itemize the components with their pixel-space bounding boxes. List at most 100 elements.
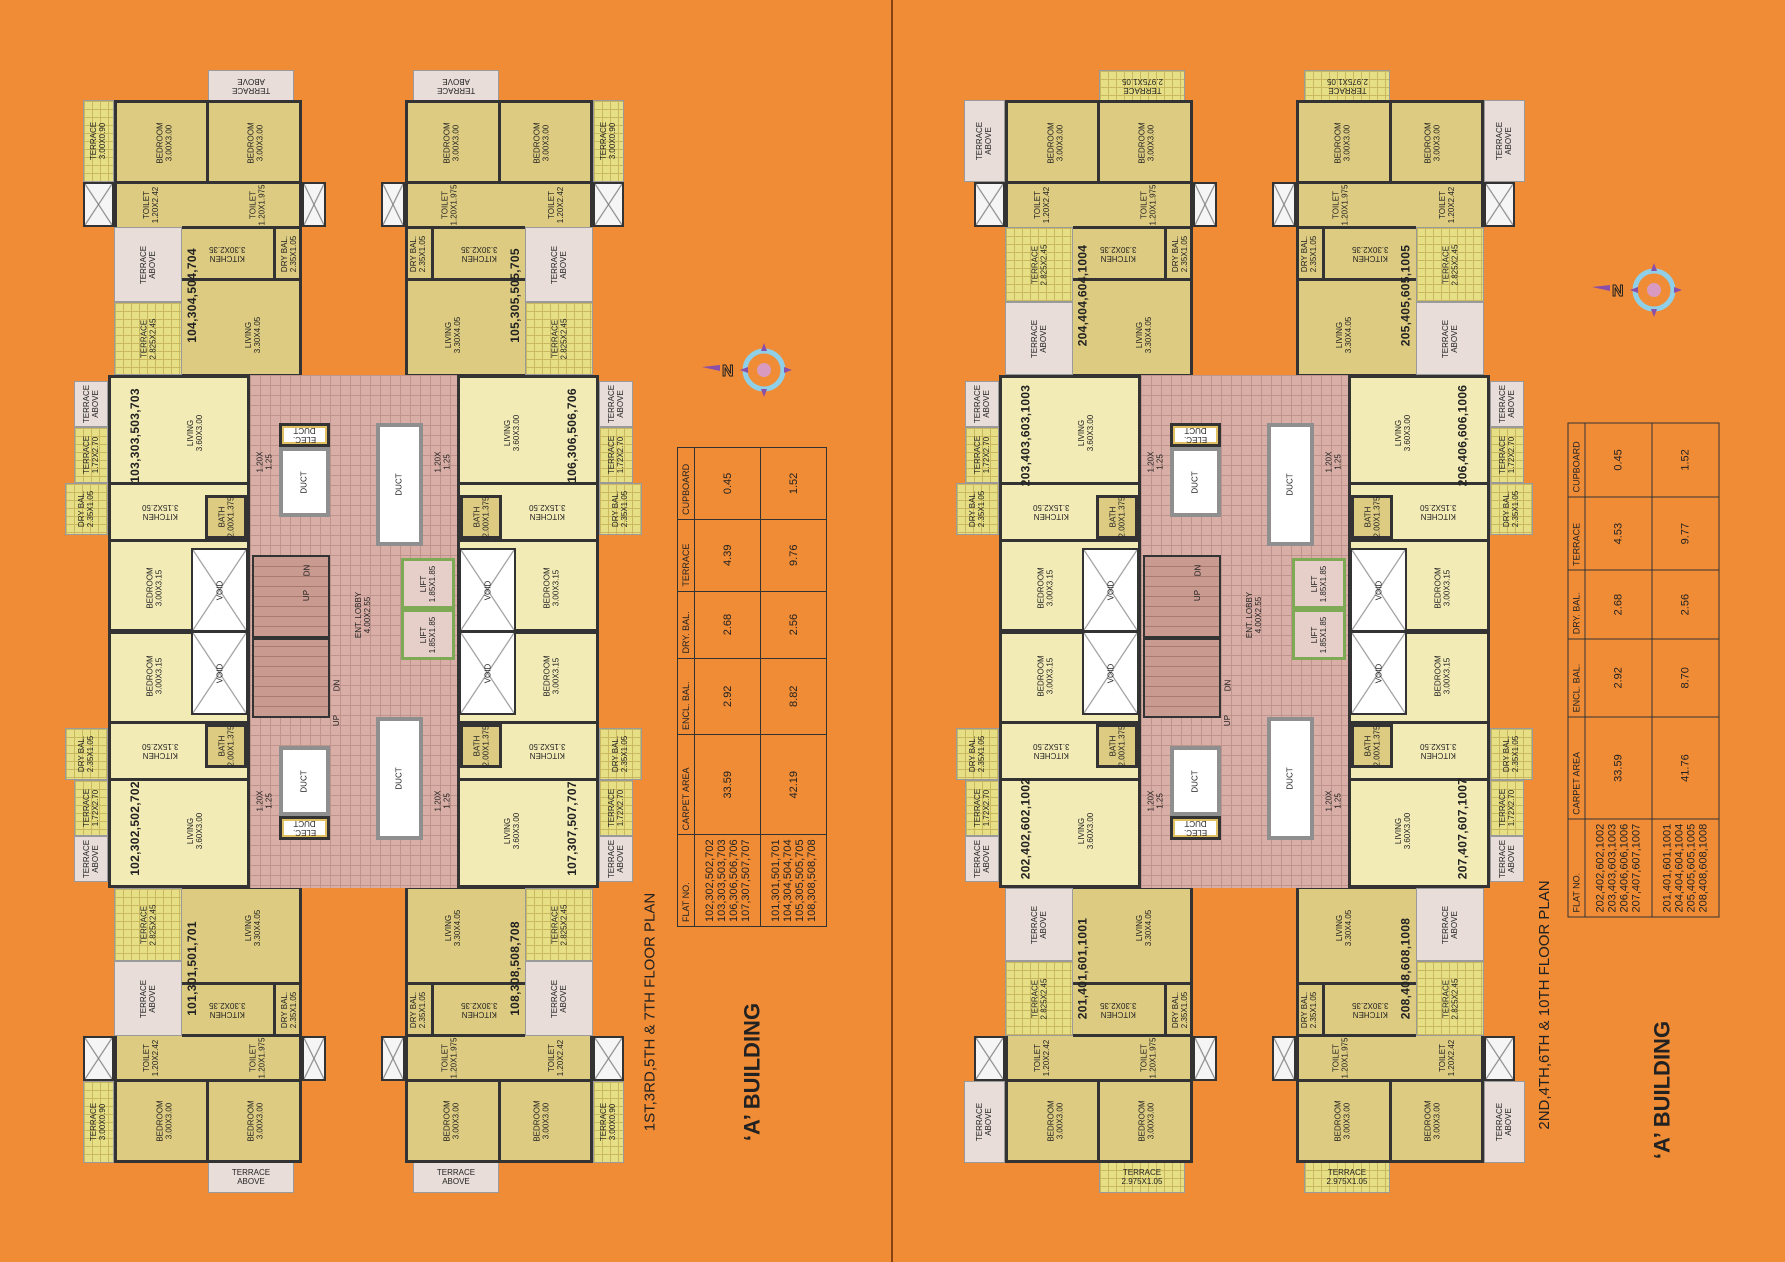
kitchen-label-text: KITCHEN 3.30X2.35 <box>209 1000 246 1019</box>
living-label: LIVING 3.30X4.05 <box>1296 888 1393 968</box>
lift-label: LIFT 1.85X1.85 <box>401 558 455 609</box>
bedroom-label-text: BEDROOM 3.00X3.15 <box>1434 654 1452 697</box>
wing-terrace-label-text: TERRACE ABOVE <box>549 979 568 1018</box>
kitchen-label: KITCHEN 3.15X2.50 <box>507 485 587 539</box>
living-label: LIVING 3.60X3.00 <box>155 385 235 480</box>
dry-balcony-label-text: DRY BAL. 2.35X1.05 <box>409 235 428 272</box>
dry-balcony-label: DRY BAL. 2.35X1.05 <box>599 483 642 535</box>
kitchen-label-text: KITCHEN 3.30X2.35 <box>1352 1000 1389 1019</box>
toilet-label: TOILET 1.20X1.975 <box>1298 1037 1383 1079</box>
up-label-text: UP <box>1223 714 1233 726</box>
bath-label: BATH 2.00X1.375 <box>460 724 502 768</box>
cell-dry: 2.68 <box>694 591 761 659</box>
bedroom-label-text: BEDROOM 3.00X3.00 <box>442 1099 461 1142</box>
end-terrace <box>1304 70 1390 102</box>
bedroom-label-text: BEDROOM 3.00X3.00 <box>156 121 174 164</box>
living-label-text: LIVING 3.60X3.00 <box>502 414 521 451</box>
wing-terrace <box>525 227 593 302</box>
void <box>1082 631 1139 715</box>
bedroom-label: BEDROOM 3.00X3.15 <box>517 633 587 718</box>
wall <box>498 100 501 184</box>
wing-terrace-label: TERRACE ABOVE <box>114 961 182 1036</box>
bedroom-label-text: BEDROOM 3.00X3.15 <box>146 654 164 697</box>
terrace-label: TERRACE 1.72X2.70 <box>74 780 108 836</box>
bedroom-label: BEDROOM 3.00X3.00 <box>1100 105 1193 180</box>
bedroom-label: BEDROOM 3.00X3.00 <box>209 1083 302 1158</box>
terrace-above-label-text: TERRACE ABOVE <box>1498 384 1517 424</box>
kitchen-label-text: KITCHEN 3.30X2.35 <box>209 244 246 263</box>
toilet-label-text: TOILET 1.20X2.42 <box>1032 186 1051 224</box>
terrace-above-label: TERRACE ABOVE <box>74 836 108 882</box>
dry-balcony <box>65 483 108 535</box>
cell-encl: 8.70 <box>1652 638 1719 717</box>
bedroom-label-text: BEDROOM 3.00X3.00 <box>1137 1099 1156 1142</box>
terrace-above-label: TERRACE ABOVE <box>599 381 633 427</box>
toilet-label-text: TOILET 1.20X1.975 <box>1139 184 1158 226</box>
foyer-label: 1.20X 1.25 <box>428 782 457 820</box>
dry-balcony-label: DRY BAL. 2.35X1.05 <box>599 728 642 780</box>
bedroom-label: BEDROOM 3.00X3.00 <box>405 105 498 180</box>
toilet-label: TOILET 1.20X2.42 <box>525 1037 587 1079</box>
side-terrace-label-text: TERRACE ABOVE <box>1495 121 1514 161</box>
terrace-above-label-text: TERRACE ABOVE <box>82 384 101 424</box>
wall <box>405 1034 525 1037</box>
column-header: FLAT NO. <box>677 834 695 927</box>
wall <box>1073 982 1193 985</box>
bath-label-text: BATH 2.00X1.375 <box>1108 496 1126 538</box>
foyer-label-text: 1.20X 1.25 <box>1146 451 1165 473</box>
wing-terrace-label-text: TERRACE ABOVE <box>138 979 157 1018</box>
electrical-duct-label-text: ELEC. DUCT <box>292 819 317 837</box>
duct <box>376 423 423 546</box>
living-label: LIVING 3.60X3.00 <box>1363 783 1443 878</box>
kitchen-label-text: KITCHEN 3.30X2.35 <box>461 1000 498 1019</box>
electrical-duct-label: ELEC. DUCT <box>1170 816 1221 840</box>
duct-label: DUCT <box>1170 447 1221 517</box>
flat-number-text: 205,405,605,1005 <box>1398 244 1413 346</box>
terrace-label-text: TERRACE 1.72X2.70 <box>973 788 992 828</box>
end-terrace-label-text: TERRACE 2.975X1.05 <box>1121 1168 1163 1186</box>
living-label-text: LIVING 3.60X3.00 <box>1076 414 1095 451</box>
bedroom-label-text: BEDROOM 3.00X3.00 <box>533 121 551 164</box>
wing-terrace-label-text: TERRACE 2.825X2.45 <box>1441 244 1459 285</box>
electrical-duct <box>1170 816 1221 840</box>
electrical-duct-label-text: ELEC. DUCT <box>1183 819 1208 837</box>
column-header: DRY. BAL. <box>677 591 695 659</box>
dry-balcony <box>1490 728 1533 780</box>
shaft <box>1193 1036 1217 1081</box>
bath-label-text: BATH 2.00X1.375 <box>472 496 490 538</box>
shaft <box>1484 1036 1515 1081</box>
kitchen-label-text: KITCHEN 3.15X2.50 <box>1419 503 1457 521</box>
dry-balcony-label: DRY BAL. 2.35X1.05 <box>1296 985 1322 1034</box>
terrace-above-label: TERRACE ABOVE <box>599 836 633 882</box>
compass-north-label: N <box>1612 283 1624 300</box>
bedroom-label: BEDROOM 3.00X3.00 <box>502 105 582 180</box>
duct-label: DUCT <box>1267 717 1314 840</box>
bedroom-label-text: BEDROOM 3.00X3.15 <box>146 566 164 609</box>
void <box>1350 631 1407 715</box>
bath <box>1096 495 1138 539</box>
table-row: 102,302,502,702 103,303,503,703 106,306,… <box>694 447 761 927</box>
cell-dry: 2.56 <box>1652 570 1719 639</box>
duct-label-text: DUCT <box>1191 470 1200 494</box>
dry-balcony-label-text: DRY BAL. 2.35X1.05 <box>409 991 428 1028</box>
wall <box>431 226 434 280</box>
lobby-label: ENT. LOBBY 4.00X2.55 <box>1224 565 1284 665</box>
duct-label: DUCT <box>376 717 423 840</box>
bath-label-text: BATH 2.00X1.375 <box>1363 725 1381 767</box>
wall <box>182 1034 302 1037</box>
flat-number-text: 201,401,601,1001 <box>1075 917 1090 1019</box>
dry-balcony-label-text: DRY BAL. 2.35X1.05 <box>77 490 96 528</box>
shaft <box>974 182 1005 227</box>
electrical-duct <box>279 816 330 840</box>
duct-label-text: DUCT <box>300 769 309 793</box>
toilet-label-text: TOILET 1.20X2.42 <box>546 1039 565 1077</box>
bath-label: BATH 2.00X1.375 <box>205 495 247 539</box>
bedroom-label-text: BEDROOM 3.00X3.00 <box>1047 1099 1065 1142</box>
living-label: LIVING 3.30X4.05 <box>205 888 302 968</box>
terrace <box>599 427 633 483</box>
bedroom-label: BEDROOM 3.00X3.15 <box>1408 545 1478 630</box>
toilet-label: TOILET 1.20X1.975 <box>1106 184 1191 226</box>
wall <box>1005 1079 1193 1082</box>
